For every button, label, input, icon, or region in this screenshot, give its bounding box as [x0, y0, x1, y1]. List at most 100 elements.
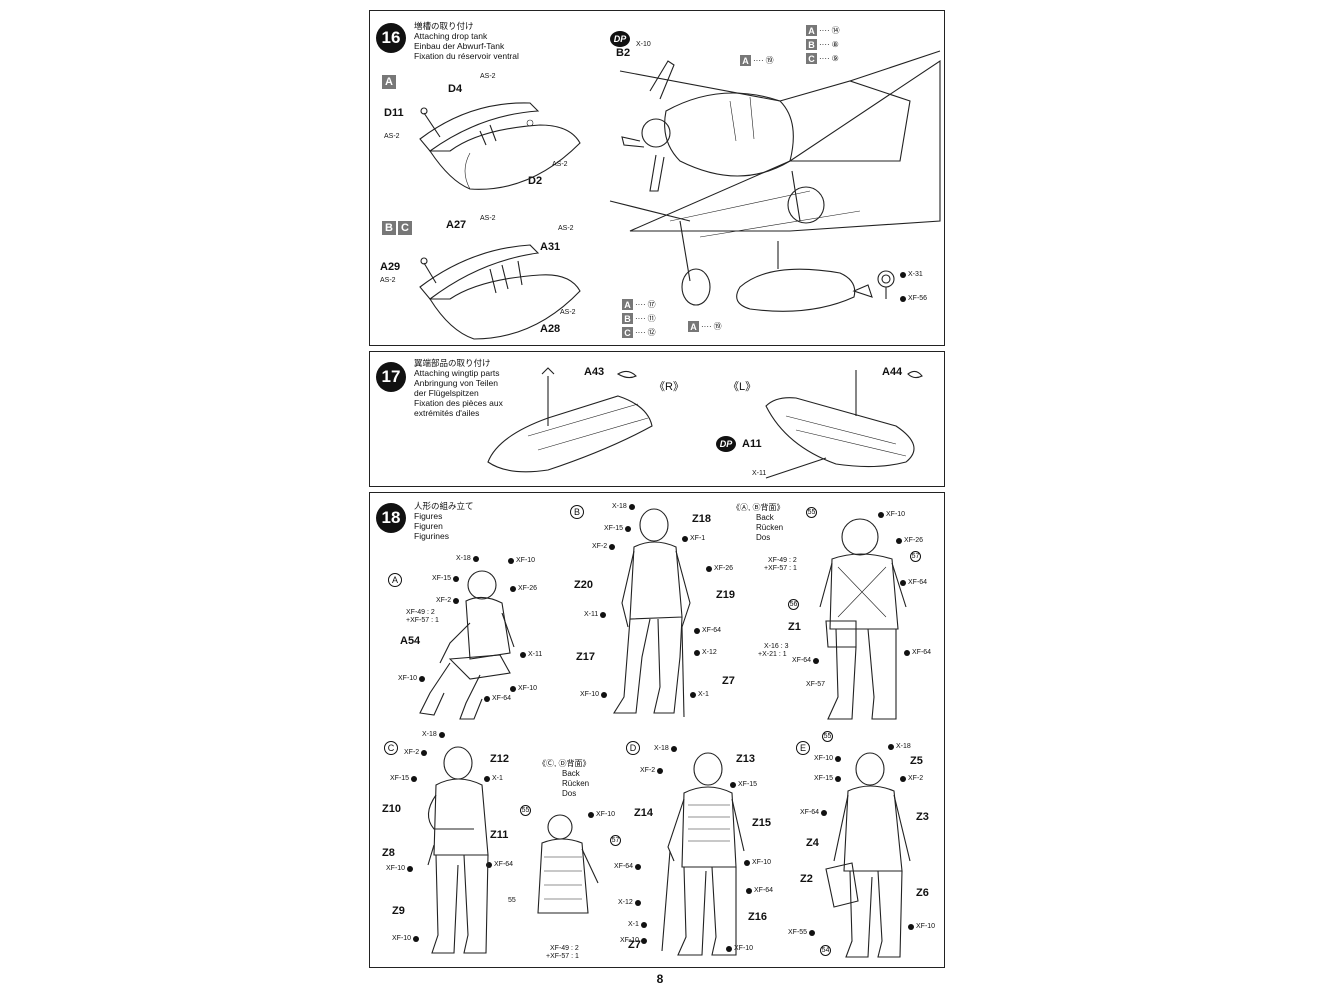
- bcd-c55: 55: [520, 805, 531, 816]
- ref-a19-bottom: A····⑲: [688, 321, 722, 332]
- fe-p3: XF-2: [900, 775, 923, 782]
- fb-part-z17: Z17: [576, 651, 595, 663]
- part-d11: D11: [384, 107, 404, 119]
- drop-tank-bc-drawing: [419, 244, 581, 340]
- part-d4: D4: [448, 83, 463, 95]
- drop-tank-a-drawing: [419, 102, 581, 190]
- paint-as2-b2: AS-2: [558, 225, 574, 232]
- back-ab-caption: 《Ⓐ, Ⓑ背面》 Back Rücken Dos: [732, 503, 785, 542]
- bab-p7: XF-64: [792, 657, 820, 664]
- bab-c57: 57: [910, 551, 921, 562]
- fb-p0: X-18: [612, 503, 635, 510]
- fa-p10: XF-64: [484, 695, 511, 702]
- fe-part-z4: Z4: [806, 837, 819, 849]
- bab-p1: XF-26: [896, 537, 923, 544]
- ref-bottom-b: B····⑪: [622, 313, 656, 324]
- fb-p2: XF-1: [682, 535, 705, 542]
- figure-a-drawing: [419, 570, 515, 720]
- fb-p1: XF-15: [604, 525, 632, 532]
- fd-p4: XF-64: [614, 863, 642, 870]
- ref-bottom-a: A····⑰: [622, 299, 656, 310]
- figure-a-id: A: [388, 573, 402, 587]
- fd-p7: X-1: [628, 921, 647, 928]
- paint-as2-a3: AS-2: [552, 161, 568, 168]
- fc-p3: X-1: [484, 775, 503, 782]
- fd-p2: XF-15: [730, 781, 757, 788]
- fe-part-z2: Z2: [800, 873, 813, 885]
- ref-bottom-c: C····⑫: [622, 327, 656, 338]
- step-18-title: 人形の組み立て Figures Figuren Figurines: [414, 501, 474, 541]
- fa-p1: XF-10: [508, 557, 535, 564]
- figure-c-drawing: [427, 746, 489, 954]
- fb-part-z18: Z18: [692, 513, 711, 525]
- bcd-p2: +XF-57 : 1: [546, 953, 579, 960]
- fc-p6: XF-10: [392, 935, 420, 942]
- part-a29: A29: [380, 261, 401, 273]
- figure-e-drawing: [825, 752, 911, 958]
- fe-p6: XF-10: [908, 923, 935, 930]
- aircraft-drawing: [609, 50, 941, 312]
- ref-top-c: C····⑨: [806, 53, 839, 64]
- part-a11: A11: [742, 438, 762, 450]
- fb-part-z19: Z19: [716, 589, 735, 601]
- fb-p6: XF-64: [694, 627, 721, 634]
- fc-part-z11: Z11: [490, 829, 509, 841]
- fb-part-z7: Z7: [722, 675, 735, 687]
- paint-as2-b1: AS-2: [480, 215, 496, 222]
- fb-p9: X-1: [690, 691, 709, 698]
- fe-c55: 55: [822, 731, 833, 742]
- fd-p6: X-12: [618, 899, 641, 906]
- bcd-p0: XF-10: [588, 811, 615, 818]
- bab-p6: +X-21 : 1: [758, 651, 787, 658]
- bab-part-z1: Z1: [788, 621, 801, 633]
- fa-p2: XF-15: [432, 575, 460, 582]
- step-17-title: 翼端部品の取り付け Attaching wingtip parts Anbrin…: [414, 358, 503, 418]
- ref-top-a: A····⑭: [806, 25, 840, 36]
- step-16-panel: 16 増槽の取り付け Attaching drop tank Einbau de…: [369, 10, 945, 346]
- fd-p3: XF-10: [744, 859, 771, 866]
- fa-p6: +XF-57 : 1: [406, 617, 439, 624]
- fc-part-z9: Z9: [392, 905, 405, 917]
- title-en: Attaching drop tank: [414, 31, 488, 41]
- fb-p7: X-12: [694, 649, 717, 656]
- bab-p2: XF-49 : 2: [768, 557, 797, 564]
- back-cd-caption: 《Ⓒ, Ⓓ背面》 Back Rücken Dos: [538, 759, 591, 798]
- step-16-title: 増槽の取り付け Attaching drop tank Einbau der A…: [414, 21, 519, 61]
- variant-a: A: [382, 75, 396, 89]
- figure-d-drawing: [661, 752, 745, 956]
- figure-b-id: B: [570, 505, 584, 519]
- part-a31: A31: [540, 241, 561, 253]
- figure-d-id: D: [626, 741, 640, 755]
- fe-p2: XF-15: [814, 775, 842, 782]
- paint-as2-a2: AS-2: [384, 133, 400, 140]
- fd-p8: XF-10: [620, 937, 648, 944]
- figure-back-cd-drawing: [537, 814, 599, 914]
- fe-p5: XF-55: [788, 929, 816, 936]
- fe-p1: XF-10: [814, 755, 842, 762]
- figure-back-ab-drawing: [819, 518, 907, 720]
- title-fr: Fixation du réservoir ventral: [414, 51, 519, 61]
- fc-p4: XF-64: [486, 861, 513, 868]
- figure-b-drawing: [613, 508, 691, 718]
- label-right: 《R》: [654, 381, 684, 393]
- bab-c55: 55: [806, 507, 817, 518]
- fd-part-z16: Z16: [748, 911, 767, 923]
- fd-part-z14: Z14: [634, 807, 653, 819]
- fa-p8: XF-10: [398, 675, 426, 682]
- fc-part-z12: Z12: [490, 753, 509, 765]
- paint-as2-b4: AS-2: [560, 309, 576, 316]
- fe-p4: XF-64: [800, 809, 828, 816]
- fd-p0: X-18: [654, 745, 677, 752]
- paint-as2-a1: AS-2: [480, 73, 496, 80]
- step-17-panel: 17 翼端部品の取り付け Attaching wingtip parts Anb…: [369, 351, 945, 487]
- bab-p3: +XF-57 : 1: [764, 565, 797, 572]
- bab-p5: X-16 : 3: [764, 643, 789, 650]
- wingtip-left-drawing: [765, 370, 923, 479]
- fa-part-a54: A54: [400, 635, 421, 647]
- step-18-badge: 18: [376, 503, 406, 533]
- fd-part-z13: Z13: [736, 753, 755, 765]
- fa-p4: XF-2: [436, 597, 460, 604]
- label-left: 《L》: [728, 381, 757, 393]
- dp-mark-17: DP: [716, 436, 736, 452]
- bab-p9: XF-57: [806, 681, 826, 688]
